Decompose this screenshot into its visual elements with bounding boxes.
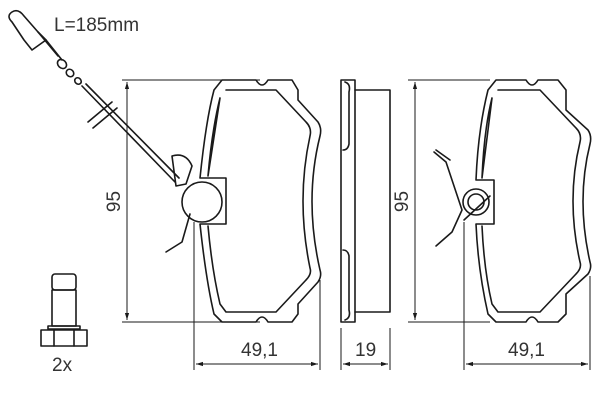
left-pad-height-label: 95 (104, 190, 126, 213)
side-thickness-label: 19 (355, 340, 377, 361)
mounting-bolt (40, 273, 88, 347)
right-pad-height-dimension (408, 79, 490, 323)
side-view-pad (340, 79, 391, 370)
left-pad-height-dimension (122, 79, 260, 323)
bolt-quantity-label: 2x (52, 355, 73, 376)
wire-length-label: L=185mm (54, 15, 140, 36)
left-pad-width-label: 49,1 (241, 340, 278, 361)
wear-sensor-wire (8, 9, 180, 183)
right-pad-height-label: 95 (392, 190, 414, 213)
right-pad-width-label: 49,1 (508, 340, 545, 361)
right-brake-pad (433, 79, 592, 370)
left-brake-pad (165, 79, 322, 370)
